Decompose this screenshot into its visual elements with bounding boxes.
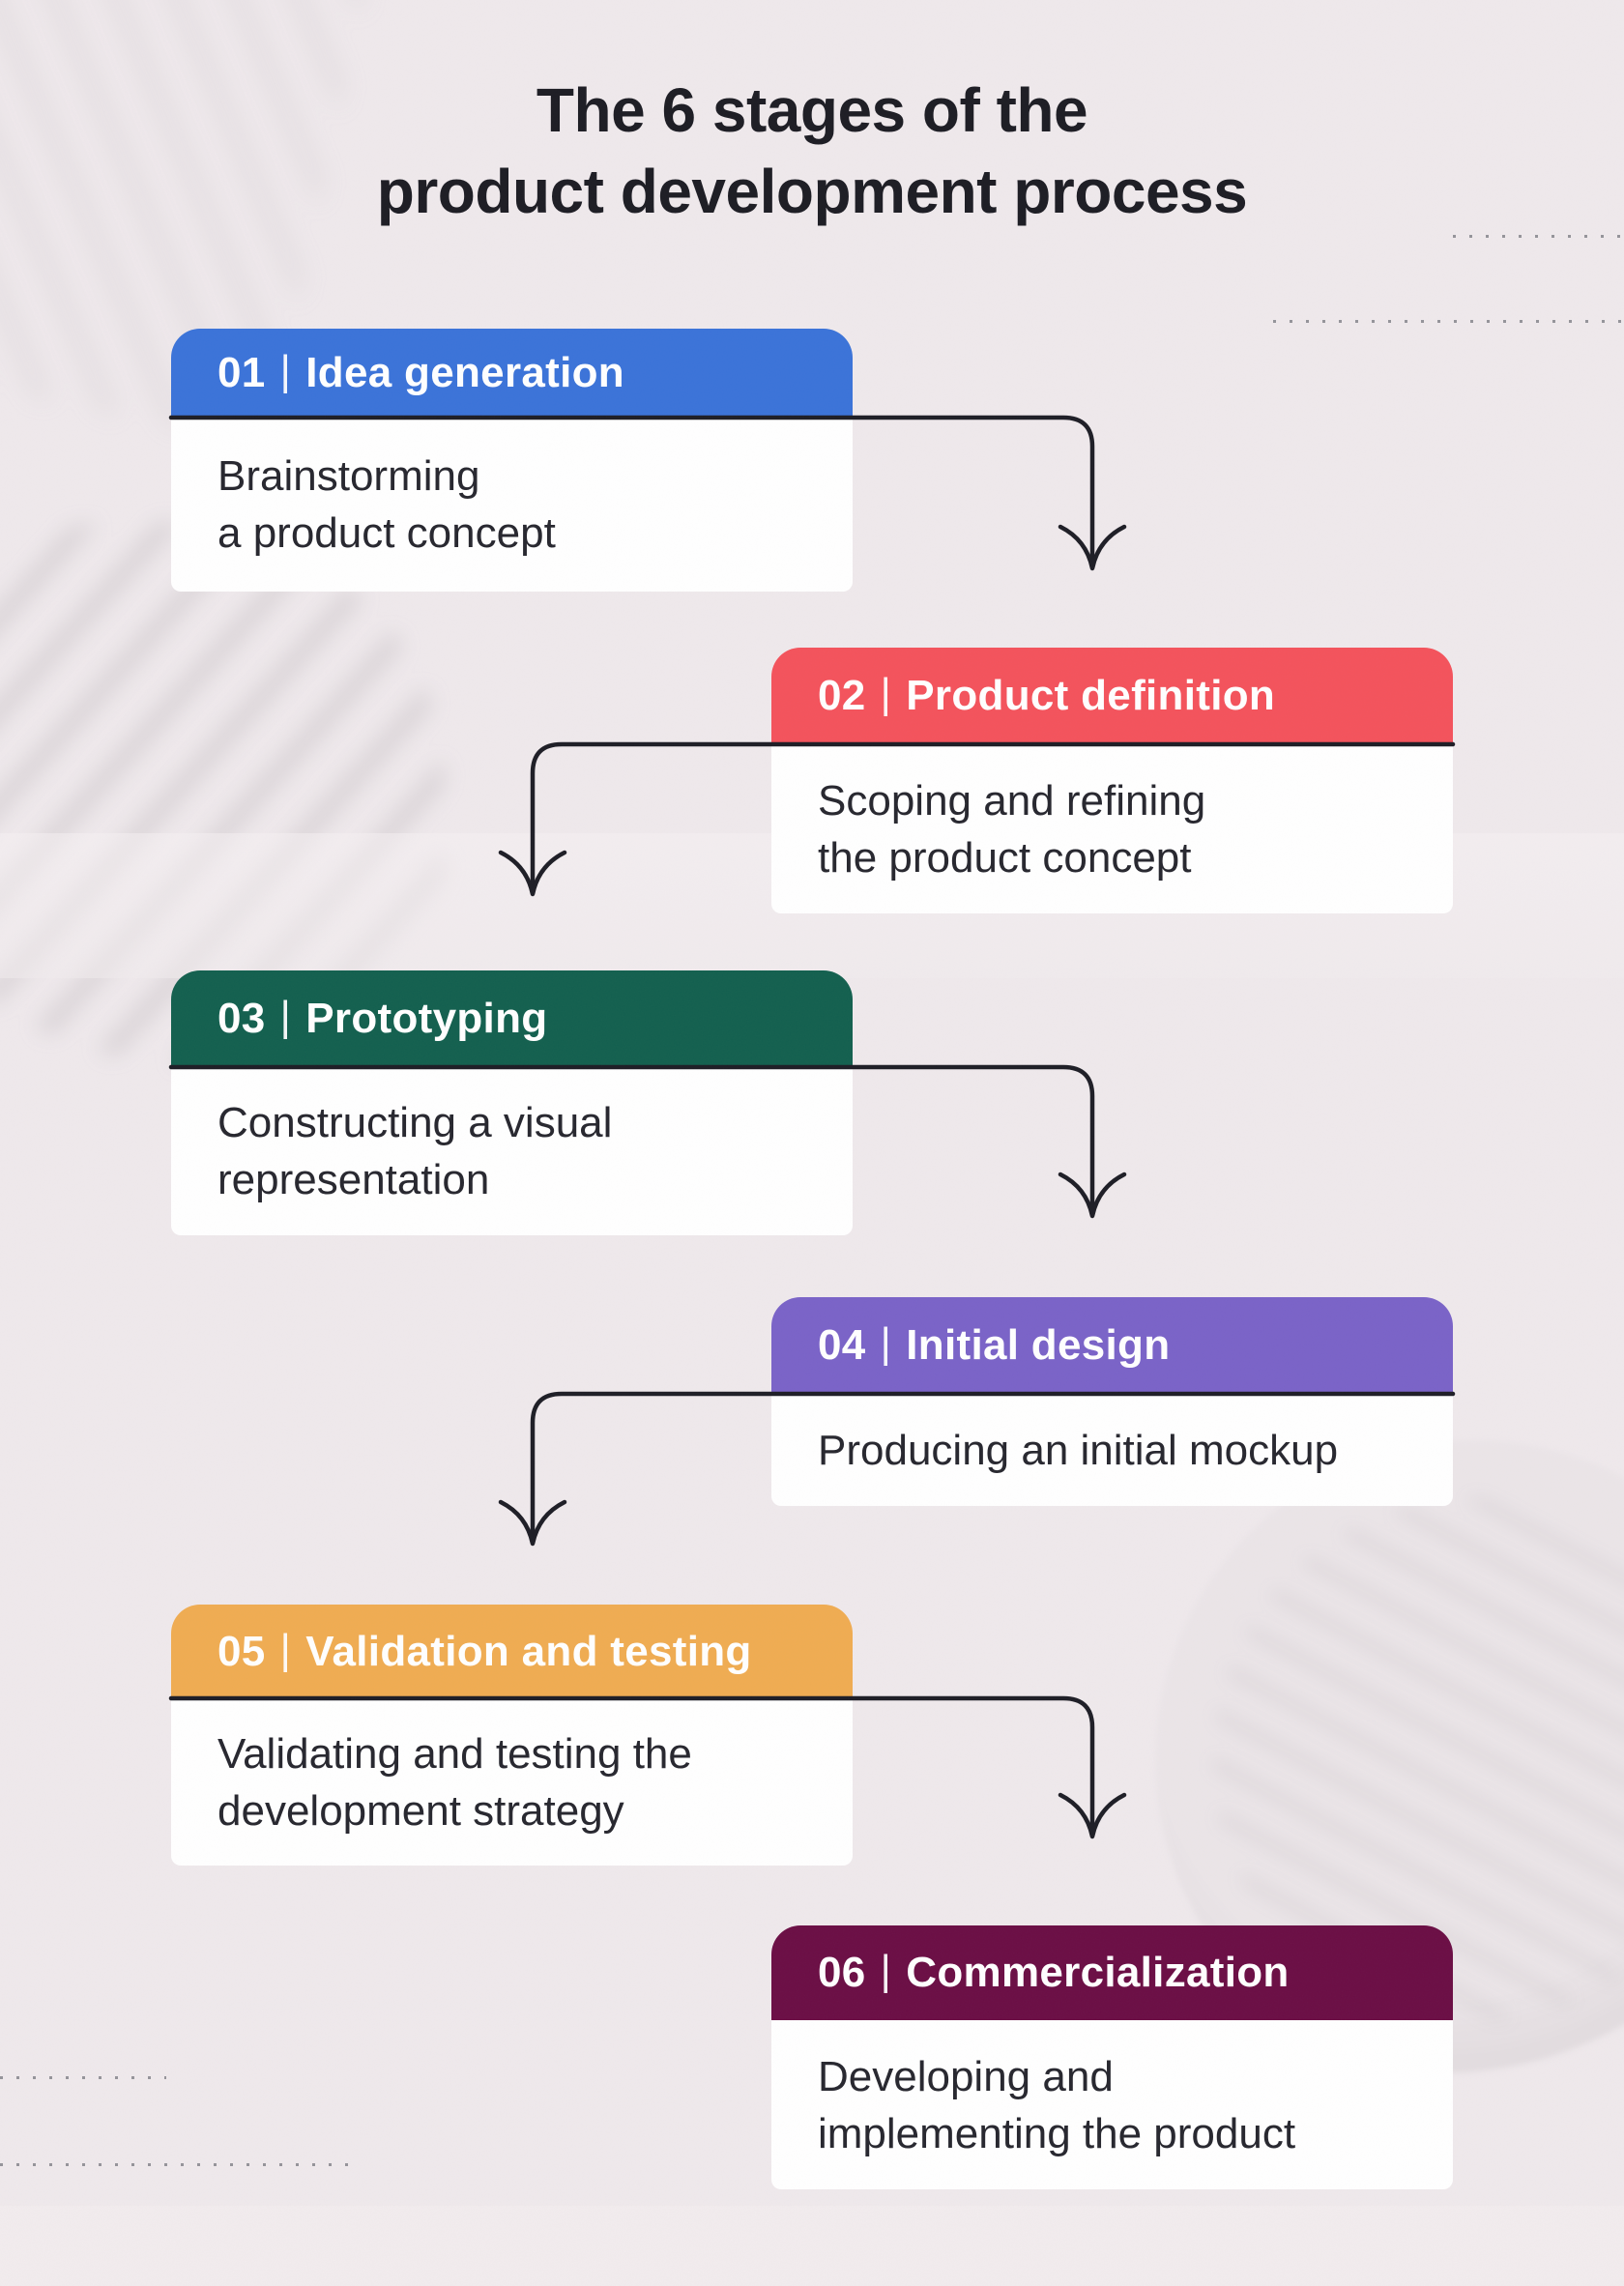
stage-6-desc-line-2: implementing the product xyxy=(818,2109,1296,2157)
stage-4-header: 04 | Initial design xyxy=(771,1297,1453,1394)
stage-3-number: 03 xyxy=(218,995,266,1042)
stage-1-desc-line-2: a product concept xyxy=(218,509,556,557)
stage-3-separator: | xyxy=(279,993,292,1040)
dotted-line-bottom-left-1 xyxy=(0,2076,166,2079)
stage-6-separator: | xyxy=(880,1947,892,1994)
stage-2-number: 02 xyxy=(818,672,866,719)
stage-2-title: Product definition xyxy=(906,672,1276,719)
stage-5-desc-line-2: development strategy xyxy=(218,1786,624,1835)
stage-2-separator: | xyxy=(880,670,892,717)
stage-4-number: 04 xyxy=(818,1321,866,1369)
stage-2-desc-line-2: the product concept xyxy=(818,833,1192,882)
connector-5-arrowhead xyxy=(1058,1792,1127,1839)
stage-1-separator: | xyxy=(279,347,292,394)
stage-6-header: 06 | Commercialization xyxy=(771,1925,1453,2020)
stage-4-description: Producing an initial mockup xyxy=(771,1394,1453,1506)
page-title-line-2: product development process xyxy=(376,157,1248,226)
stage-1-description: Brainstorming a product concept xyxy=(171,418,853,592)
stage-6-description: Developing and implementing the product xyxy=(771,2020,1453,2189)
stage-card-2: 02 | Product definition Scoping and refi… xyxy=(771,648,1453,913)
stage-3-desc-line-1: Constructing a visual xyxy=(218,1099,613,1146)
stage-4-title: Initial design xyxy=(906,1321,1171,1369)
stage-5-header: 05 | Validation and testing xyxy=(171,1605,853,1698)
stage-1-title: Idea generation xyxy=(305,349,624,396)
stage-card-4: 04 | Initial design Producing an initial… xyxy=(771,1297,1453,1506)
page-title-line-1: The 6 stages of the xyxy=(536,75,1088,145)
stage-4-separator: | xyxy=(880,1319,892,1367)
connector-2-arrowhead xyxy=(498,850,567,897)
connector-4-arrowhead xyxy=(498,1499,567,1547)
stage-2-desc-line-1: Scoping and refining xyxy=(818,776,1206,825)
stage-5-title: Validation and testing xyxy=(305,1627,752,1675)
background-bottom-band xyxy=(0,2206,1624,2286)
connector-3-arrowhead xyxy=(1058,1172,1127,1219)
dotted-line-top-right-1 xyxy=(1453,235,1624,238)
stage-5-separator: | xyxy=(279,1625,292,1673)
stage-6-number: 06 xyxy=(818,1949,866,1996)
stage-1-header: 01 | Idea generation xyxy=(171,329,853,418)
stage-5-desc-line-1: Validating and testing the xyxy=(218,1729,692,1778)
page-title: The 6 stages of the product development … xyxy=(0,70,1624,232)
dotted-line-top-right-2 xyxy=(1273,320,1624,323)
stage-card-1: 01 | Idea generation Brainstorming a pro… xyxy=(171,329,853,592)
stage-3-description: Constructing a visual representation xyxy=(171,1067,853,1235)
connector-1-arrowhead xyxy=(1058,524,1127,571)
stage-6-title: Commercialization xyxy=(906,1949,1290,1996)
stage-3-header: 03 | Prototyping xyxy=(171,970,853,1067)
stage-card-5: 05 | Validation and testing Validating a… xyxy=(171,1605,853,1866)
stage-3-desc-line-2: representation xyxy=(218,1156,490,1203)
stage-card-3: 03 | Prototyping Constructing a visual r… xyxy=(171,970,853,1235)
stage-5-number: 05 xyxy=(218,1627,266,1675)
stage-1-number: 01 xyxy=(218,349,266,396)
stage-3-title: Prototyping xyxy=(305,995,548,1042)
stage-4-desc-line-1: Producing an initial mockup xyxy=(818,1426,1339,1474)
stage-6-desc-line-1: Developing and xyxy=(818,2052,1114,2100)
stage-5-description: Validating and testing the development s… xyxy=(171,1698,853,1866)
dotted-line-bottom-left-2 xyxy=(0,2163,348,2166)
stage-card-6: 06 | Commercialization Developing and im… xyxy=(771,1925,1453,2189)
stage-2-header: 02 | Product definition xyxy=(771,648,1453,744)
stage-2-description: Scoping and refining the product concept xyxy=(771,744,1453,913)
stage-1-desc-line-1: Brainstorming xyxy=(218,452,480,500)
